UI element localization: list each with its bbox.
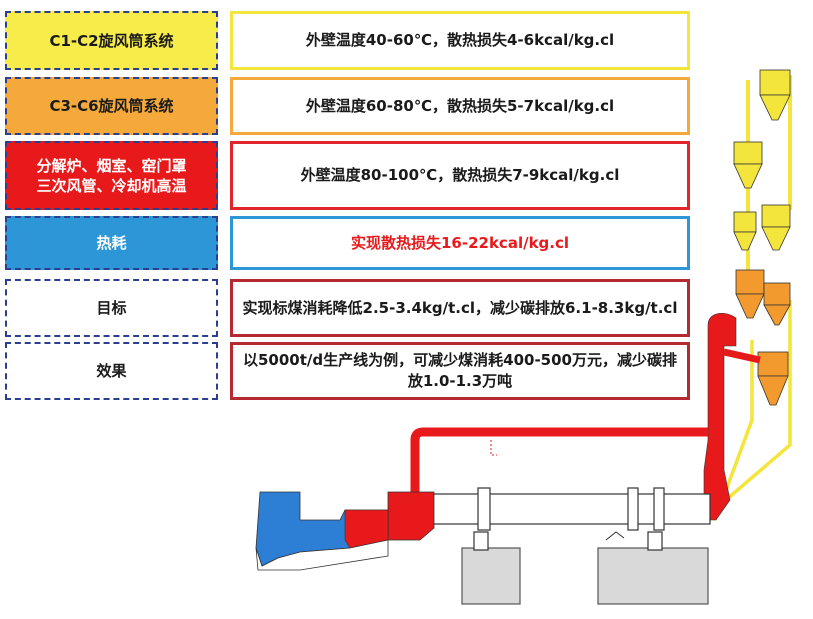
- label-goal-text: 目标: [96, 299, 127, 317]
- desc-c3-c6: 外壁温度60-80℃，散热损失5-7kcal/kg.cl: [230, 77, 690, 135]
- desc-c1-c2: 外壁温度40-60℃，散热损失4-6kcal/kg.cl: [230, 11, 690, 70]
- desc-heat-consumption-text: 实现散热损失16-22kcal/kg.cl: [350, 233, 570, 252]
- label-goal: 目标: [5, 279, 218, 337]
- desc-high-temp: 外壁温度80-100℃，散热损失7-9kcal/kg.cl: [230, 141, 690, 210]
- desc-goal: 实现标煤消耗降低2.5-3.4kg/t.cl，减少碳排放6.1-8.3kg/t.…: [230, 279, 690, 337]
- label-effect-text: 效果: [96, 362, 127, 380]
- desc-high-temp-text: 外壁温度80-100℃，散热损失7-9kcal/kg.cl: [300, 166, 620, 184]
- cyclones-lower: [735, 269, 791, 406]
- desc-heat-consumption: 实现散热损失16-22kcal/kg.cl: [230, 216, 690, 270]
- label-c3-c6: C3-C6旋风筒系统: [5, 77, 218, 135]
- desc-c1-c2-text: 外壁温度40-60℃，散热损失4-6kcal/kg.cl: [305, 31, 615, 49]
- desc-effect-text: 以5000t/d生产线为例，可减少煤消耗400-500万元，减少碳排放1.0-1…: [243, 351, 677, 390]
- label-c1-c2-text: C1-C2旋风筒系统: [49, 31, 174, 50]
- label-high-temp: 分解炉、烟室、窑门罩 三次风管、冷却机高温: [5, 141, 218, 210]
- rotary-kiln: [431, 487, 711, 541]
- label-effect: 效果: [5, 342, 218, 400]
- kiln-supports: [461, 531, 709, 605]
- desc-c3-c6-text: 外壁温度60-80℃，散热损失5-7kcal/kg.cl: [305, 96, 615, 115]
- label-c1-c2: C1-C2旋风筒系统: [5, 11, 218, 70]
- cyclones-upper: [733, 69, 792, 300]
- desc-effect: 以5000t/d生产线为例，可减少煤消耗400-500万元，减少碳排放1.0-1…: [230, 342, 690, 400]
- kiln-hood: [387, 491, 435, 541]
- label-heat-consumption-text: 热耗: [96, 234, 127, 252]
- label-heat-consumption: 热耗: [5, 216, 218, 270]
- label-c3-c6-text: C3-C6旋风筒系统: [49, 97, 174, 115]
- label-high-temp-text: 分解炉、烟室、窑门罩 三次风管、冷却机高温: [36, 156, 187, 195]
- tertiary-air-duct: [410, 427, 708, 492]
- desc-goal-text: 实现标煤消耗降低2.5-3.4kg/t.cl，减少碳排放6.1-8.3kg/t.…: [242, 298, 678, 317]
